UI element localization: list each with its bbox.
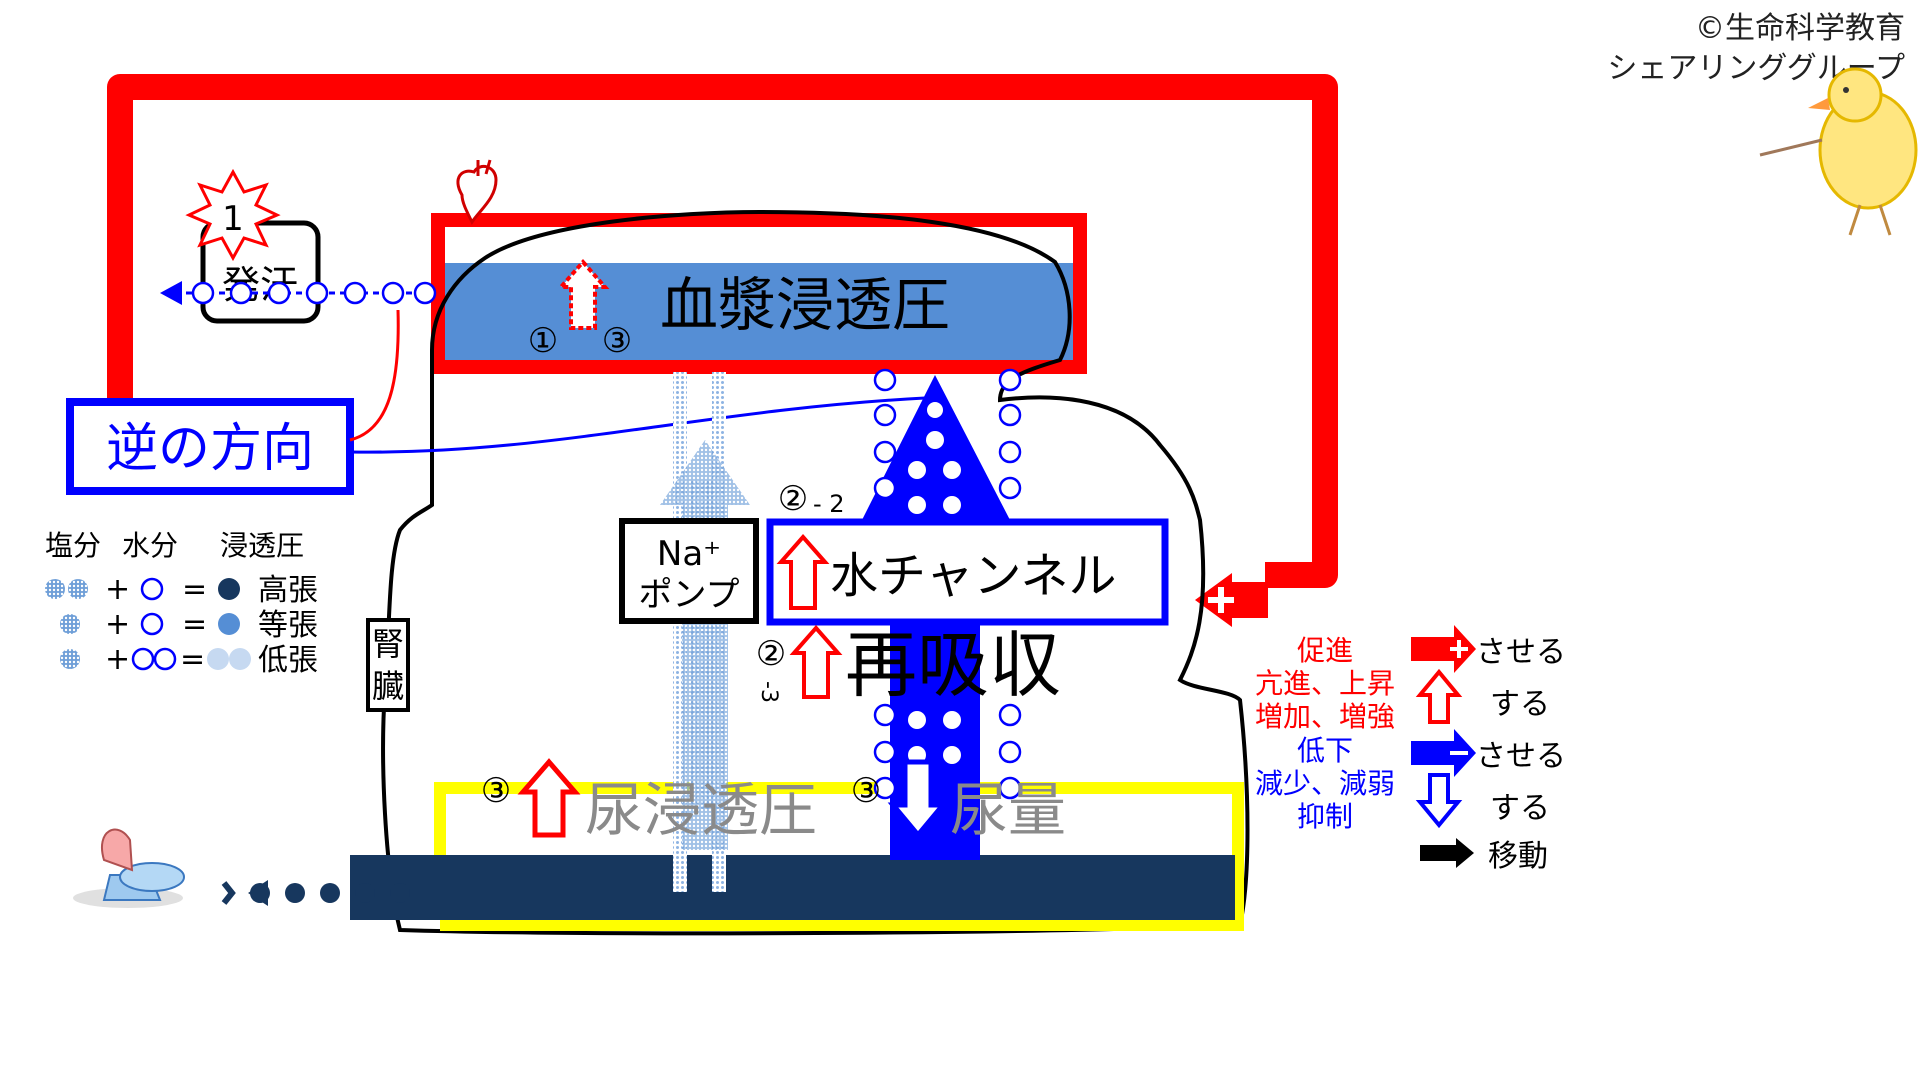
plasma-marker-right: ③ xyxy=(602,321,632,361)
legend-plus-2: + xyxy=(105,607,130,642)
legend: 塩分 水分 浸透圧 + = 高張 + = 等張 + = 低張 xyxy=(45,529,318,678)
key-do-2: する xyxy=(1490,791,1550,826)
reverse-link-blue xyxy=(349,396,926,454)
reabsorption-marker: ② xyxy=(756,634,786,674)
water-channel-marker-suffix: - 2 xyxy=(813,490,845,518)
key-move: 移動 xyxy=(1488,839,1548,874)
kidney-label-box xyxy=(366,618,410,712)
legend-row-high: 高張 xyxy=(258,573,318,608)
key-decrease-2: 抑制 xyxy=(1297,800,1353,833)
urine-vol-down-arrow xyxy=(887,759,949,839)
legend-plus-3: + xyxy=(105,642,130,677)
reverse-label: 逆の方向 xyxy=(106,419,314,479)
credit-line-1: ©生命科学教育 xyxy=(1695,11,1905,46)
key-cause-2: させる xyxy=(1476,739,1566,774)
urine-osm-label: 尿浸透圧 xyxy=(585,776,817,844)
plasma-up-arrow xyxy=(556,258,610,330)
reverse-box xyxy=(66,398,354,495)
key-blue-down-arrow xyxy=(1415,773,1463,829)
heart-icon xyxy=(456,159,498,225)
legend-equals-2: = xyxy=(182,607,207,642)
water-channel-up-arrow xyxy=(776,533,830,610)
water-channel-marker: ② xyxy=(778,479,808,519)
kidney-outline xyxy=(381,209,1250,936)
urine-vol-label: 尿量 xyxy=(950,776,1066,844)
kidney-label-top: 腎 xyxy=(372,625,404,663)
burst-label: 1 xyxy=(222,199,244,239)
na-pump-box xyxy=(619,518,759,624)
legend-header-osmotic: 浸透圧 xyxy=(220,529,304,562)
legend-header-salt: 塩分 xyxy=(45,529,101,562)
legend-header-water: 水分 xyxy=(122,529,178,562)
toilet-icon xyxy=(73,828,185,908)
reabsorption-label: 再吸収 xyxy=(845,623,1061,707)
burst-icon: 1 xyxy=(185,168,281,262)
key-decrease-head: 低下 xyxy=(1297,734,1353,767)
kidney-label-bottom: 臓 xyxy=(372,667,404,705)
promote-arrow-channel xyxy=(1195,573,1268,627)
key-do: する xyxy=(1490,687,1550,722)
key-red-cause-arrow xyxy=(1411,625,1476,673)
feedback-loop-line xyxy=(107,74,1338,588)
reverse-link-red xyxy=(349,309,400,442)
na-pump-line1: Na⁺ xyxy=(657,534,721,574)
key-red-up-arrow xyxy=(1415,668,1463,724)
key-decrease-1: 減少、減弱 xyxy=(1255,767,1395,800)
key-move-arrow xyxy=(1420,838,1474,868)
sweat-water-flow xyxy=(160,281,438,305)
key-increase-2: 増加、増強 xyxy=(1255,700,1395,733)
legend-row-iso: 等張 xyxy=(258,608,318,643)
water-channel-box xyxy=(766,518,1169,626)
key-cause: させる xyxy=(1476,635,1566,670)
water-channel-label: 水チャンネル xyxy=(830,548,1117,604)
urine-outflow xyxy=(221,880,410,906)
key-promote: 促進 xyxy=(1297,634,1353,667)
plasma-label: 血漿浸透圧 xyxy=(660,271,950,339)
plasma-fill xyxy=(445,263,1073,360)
key-blue-cause-arrow xyxy=(1411,729,1476,777)
legend-equals-1: = xyxy=(182,572,207,607)
legend-plus-1: + xyxy=(105,572,130,607)
arrow-key: 促進 亢進、上昇 増加、増強 させる する 低下 減少、減弱 抑制 させる する xyxy=(1255,625,1566,874)
chick-illustration xyxy=(1759,67,1918,236)
na-pump-line2: ポンプ xyxy=(639,575,740,615)
key-increase-1: 亢進、上昇 xyxy=(1255,667,1395,700)
reabsorption-marker-suffix: -3 xyxy=(756,681,781,703)
urine-fill xyxy=(350,855,1235,920)
legend-equals-3: = xyxy=(180,642,205,677)
urine-vol-marker: ③ xyxy=(851,771,881,811)
urine-osm-marker: ③ xyxy=(481,771,511,811)
reabsorption-up-arrow xyxy=(789,624,843,699)
urine-osm-up-arrow xyxy=(517,758,581,838)
legend-row-low: 低張 xyxy=(258,643,318,678)
plasma-marker-left: ① xyxy=(528,321,558,361)
